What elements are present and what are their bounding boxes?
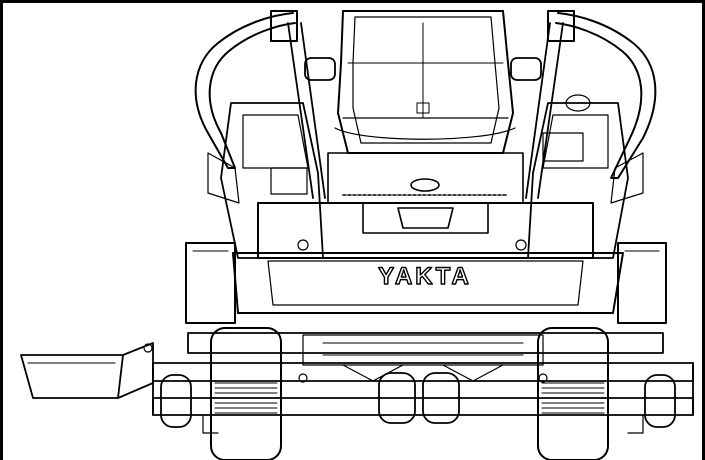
armrests (304, 57, 542, 81)
drive-wheel-right (537, 327, 609, 460)
mower-rear-view-drawing: YAKTA (20, 10, 694, 460)
fender-left (207, 102, 324, 259)
roll-bar-right (547, 10, 657, 179)
drive-wheel-left (210, 327, 282, 460)
fender-right (527, 94, 644, 259)
seat (334, 10, 516, 154)
rear-tire-left (185, 242, 236, 324)
rear-tire-right (617, 242, 667, 324)
discharge-chute (20, 342, 154, 399)
roll-bar-left (194, 10, 298, 169)
brand-logo-text: YAKTA (378, 263, 472, 290)
deck-rollers (160, 372, 676, 428)
deck-details (202, 364, 644, 434)
seat-platform (327, 152, 524, 234)
rear-panel (232, 202, 624, 314)
rops-posts (287, 22, 564, 199)
